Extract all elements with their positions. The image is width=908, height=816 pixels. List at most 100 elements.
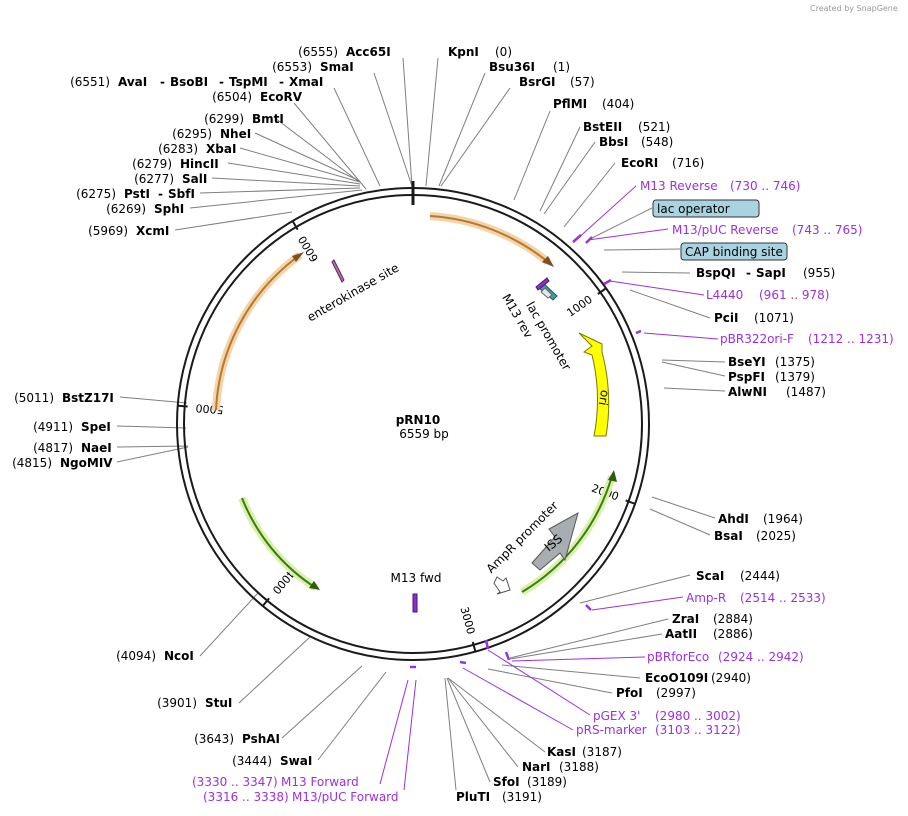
enzyme-ncoi[interactable]: (4094)NcoI bbox=[116, 649, 194, 663]
enzyme-sali[interactable]: (6277) SalI bbox=[134, 172, 207, 186]
primer-m13-puc-forward[interactable]: (3316 .. 3338)M13/pUC Forward bbox=[203, 790, 399, 804]
svg-text:(1212 .. 1231): (1212 .. 1231) bbox=[808, 332, 894, 346]
enzyme-pfoi[interactable]: PfoI(2997) bbox=[616, 686, 696, 700]
svg-text:EcoO109I: EcoO109I bbox=[645, 671, 708, 685]
enzyme-smai[interactable]: (6553)SmaI bbox=[272, 60, 354, 74]
svg-text:StuI: StuI bbox=[205, 696, 232, 710]
enzyme-nhei[interactable]: (6295)NheI bbox=[172, 127, 251, 141]
enzyme-aatii[interactable]: AatII(2886) bbox=[665, 627, 753, 641]
svg-text:TspMI: TspMI bbox=[229, 75, 268, 89]
enzyme-kpni[interactable]: KpnI(0) bbox=[448, 45, 512, 59]
svg-text:NarI: NarI bbox=[522, 760, 551, 774]
enzyme-bstz17i[interactable]: (5011)BstZ17I bbox=[14, 391, 114, 405]
svg-text:M13 Forward: M13 Forward bbox=[281, 775, 359, 789]
svg-text:(2514 .. 2533): (2514 .. 2533) bbox=[740, 591, 826, 605]
svg-text:BstEII: BstEII bbox=[583, 120, 622, 134]
enzyme-hincii[interactable]: (6279)HincII bbox=[132, 157, 219, 171]
enzyme-psti[interactable]: (6275) PstI - SbfI bbox=[76, 187, 195, 201]
svg-text:(6295): (6295) bbox=[172, 127, 212, 141]
svg-text:(961 .. 978): (961 .. 978) bbox=[759, 288, 829, 302]
enzyme-ecoo109i[interactable]: EcoO109I(2940) bbox=[645, 671, 751, 685]
primer-m13-reverse[interactable]: M13 Reverse(730 .. 746) bbox=[640, 179, 800, 193]
ampr-arc-head bbox=[608, 470, 617, 482]
svg-text:(716): (716) bbox=[672, 156, 704, 170]
enzyme-ecorv[interactable]: (6504)EcoRV bbox=[212, 90, 303, 104]
svg-text:SbfI: SbfI bbox=[168, 187, 195, 201]
enzyme-xbai[interactable]: (6283)XbaI bbox=[158, 142, 236, 156]
svg-text:AvaI: AvaI bbox=[118, 75, 147, 89]
svg-text:PshAI: PshAI bbox=[242, 732, 280, 746]
primer-prs-marker[interactable]: pRS-marker(3103 .. 3122) bbox=[576, 723, 741, 737]
svg-text:SfoI: SfoI bbox=[493, 775, 520, 789]
enzyme-stui[interactable]: (3901) StuI bbox=[157, 696, 232, 710]
svg-text:SalI: SalI bbox=[182, 172, 207, 186]
svg-text:PspFI: PspFI bbox=[728, 370, 765, 384]
primer-pbrforeco[interactable]: pBRforEco(2924 .. 2942) bbox=[647, 650, 804, 664]
ori-feature bbox=[578, 332, 610, 437]
enzyme-avai[interactable]: (6551) AvaI - BsoBI - TspMI - XmaI bbox=[70, 75, 323, 89]
enzyme-sfoi[interactable]: SfoI(3189) bbox=[493, 775, 567, 789]
snapgene-credit: Created by SnapGene bbox=[810, 4, 898, 13]
enzyme-ecori[interactable]: EcoRI(716) bbox=[621, 156, 704, 170]
primer-amp-r[interactable]: Amp-R (2514 .. 2533) bbox=[686, 591, 826, 605]
primer-pgex3[interactable]: pGEX 3'(2980 .. 3002) bbox=[593, 709, 741, 723]
primer-m13-forward[interactable]: (3330 .. 3347)M13 Forward bbox=[192, 775, 359, 789]
enzyme-sphi[interactable]: (6269)SphI bbox=[106, 202, 184, 216]
svg-text:(3901): (3901) bbox=[157, 696, 197, 710]
svg-text:(1071): (1071) bbox=[754, 311, 794, 325]
svg-text:(3188): (3188) bbox=[559, 760, 599, 774]
svg-text:pBR322ori-F: pBR322ori-F bbox=[720, 332, 794, 346]
enzyme-bsteii[interactable]: BstEII(521) bbox=[583, 120, 670, 134]
enzyme-scai[interactable]: ScaI(2444) bbox=[696, 569, 780, 583]
svg-text:(2980 .. 3002): (2980 .. 3002) bbox=[655, 709, 741, 723]
svg-text:(4817): (4817) bbox=[33, 441, 73, 455]
enzyme-bspqi[interactable]: BspQI - SapI (955) bbox=[696, 266, 835, 280]
svg-text:BsrGI: BsrGI bbox=[519, 75, 556, 89]
enzyme-alwni[interactable]: AlwNI(1487) bbox=[728, 385, 826, 399]
enzyme-kasi[interactable]: KasI(3187) bbox=[547, 745, 622, 759]
enzyme-pluti[interactable]: PluTI(3191) bbox=[456, 790, 542, 804]
enzyme-naei[interactable]: (4817)NaeI bbox=[33, 441, 112, 455]
enzyme-bsrgi[interactable]: BsrGI(57) bbox=[519, 75, 595, 89]
enzyme-nari[interactable]: NarI (3188) bbox=[522, 760, 599, 774]
svg-text:(3444): (3444) bbox=[232, 754, 272, 768]
orange-arc-left-head bbox=[292, 252, 304, 262]
svg-text:(6277): (6277) bbox=[134, 172, 174, 186]
svg-text:EcoRV: EcoRV bbox=[260, 90, 303, 104]
svg-text:Amp-R: Amp-R bbox=[686, 591, 726, 605]
svg-text:BseYI: BseYI bbox=[728, 355, 766, 369]
enzyme-ngomiv[interactable]: (4815)NgoMIV bbox=[12, 456, 113, 470]
enzyme-bseyi[interactable]: BseYI(1375) bbox=[728, 355, 815, 369]
svg-text:(3191): (3191) bbox=[502, 790, 542, 804]
lac-operator-box[interactable]: lac operator bbox=[652, 199, 760, 218]
primer-pbr322ori-f[interactable]: pBR322ori-F (1212 .. 1231) bbox=[720, 332, 894, 346]
svg-text:(3103 .. 3122): (3103 .. 3122) bbox=[655, 723, 741, 737]
enzyme-bmti[interactable]: (6299)BmtI bbox=[204, 112, 284, 126]
enzyme-bsu36i[interactable]: Bsu36I(1) bbox=[489, 60, 570, 74]
enzyme-ahdi[interactable]: AhdI(1964) bbox=[718, 512, 803, 526]
enzyme-zrai[interactable]: ZraI(2884) bbox=[672, 612, 753, 626]
svg-text:BspQI: BspQI bbox=[696, 266, 736, 280]
enzyme-acc65i[interactable]: (6555)Acc65I bbox=[298, 45, 391, 59]
svg-text:(5969): (5969) bbox=[88, 224, 128, 238]
enterokinase-label: enterokinase site bbox=[305, 261, 402, 325]
enzyme-pspfi[interactable]: PspFI(1379) bbox=[728, 370, 815, 384]
enzyme-labels-left: (6555)Acc65I (6553)SmaI (6551) AvaI - Bs… bbox=[12, 45, 391, 768]
svg-text:(2924 .. 2942): (2924 .. 2942) bbox=[718, 650, 804, 664]
enzyme-pflmi[interactable]: PflMI(404) bbox=[553, 97, 634, 111]
primer-m13-puc-reverse[interactable]: M13/pUC Reverse(743 .. 765) bbox=[672, 223, 862, 237]
svg-text:(6279): (6279) bbox=[132, 157, 172, 171]
svg-text:(4815): (4815) bbox=[12, 456, 52, 470]
enzyme-bsai[interactable]: BsaI(2025) bbox=[714, 529, 796, 543]
enzyme-swai[interactable]: (3444)SwaI bbox=[232, 754, 312, 768]
svg-text:(730 .. 746): (730 .. 746) bbox=[730, 179, 800, 193]
enzyme-bbsi[interactable]: BbsI(548) bbox=[599, 135, 673, 149]
cap-binding-site-box[interactable]: CAP binding site bbox=[680, 242, 788, 261]
svg-text:(2940): (2940) bbox=[711, 671, 751, 685]
enzyme-pshai[interactable]: (3643)PshAI bbox=[194, 732, 280, 746]
primer-l4440[interactable]: L4440(961 .. 978) bbox=[706, 288, 829, 302]
enzyme-pcii[interactable]: PciI(1071) bbox=[714, 311, 794, 325]
lac-promoter-inner bbox=[540, 287, 553, 299]
enzyme-xcmi[interactable]: (5969)XcmI bbox=[88, 224, 169, 238]
enzyme-spei[interactable]: (4911)SpeI bbox=[33, 420, 111, 434]
